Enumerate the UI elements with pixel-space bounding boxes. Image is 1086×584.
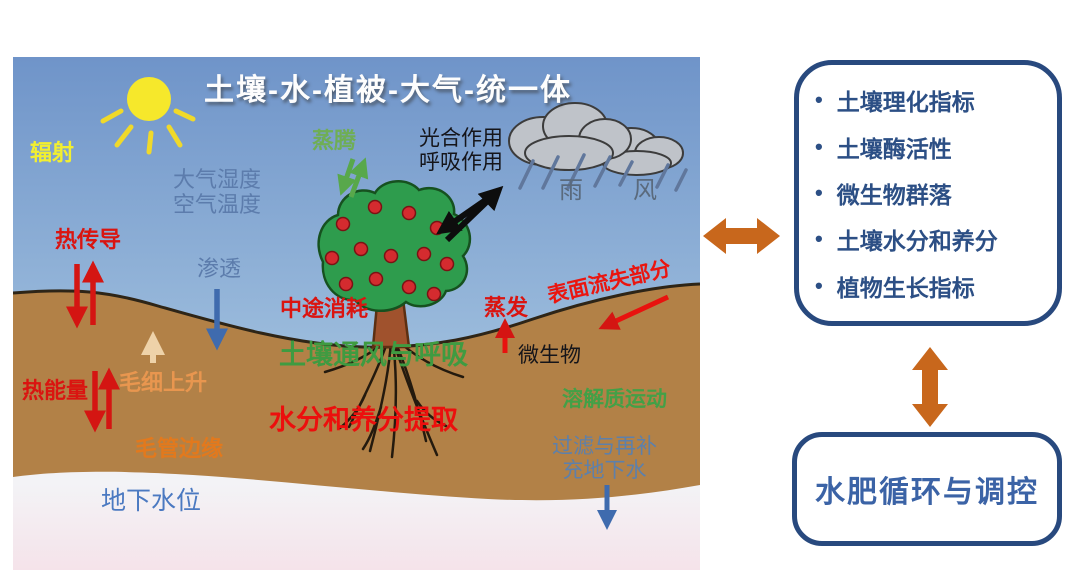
cloud-icon bbox=[508, 102, 684, 176]
bullet-icon: • bbox=[815, 272, 823, 298]
label-atmo-humidity: 大气湿度 bbox=[173, 167, 262, 192]
label-photo-respiration: 光合作用 呼吸作用 bbox=[419, 127, 503, 175]
label-filter-line1: 过滤与再补 bbox=[552, 435, 657, 458]
heat-energy-arrows bbox=[84, 367, 120, 433]
photosynthesis-arrows bbox=[436, 185, 504, 243]
indicator-soil-physchem: 土壤理化指标 bbox=[836, 89, 975, 116]
control-box: 水肥循环与调控 bbox=[792, 432, 1062, 546]
label-wind: 风 bbox=[633, 177, 657, 204]
indicator-microbial-community: 微生物群落 bbox=[836, 181, 952, 208]
soil-water-scene: 土壤-水-植被-大气-统一体 辐射 大气湿度 空气温度 热传导 渗透 蒸腾 光合… bbox=[13, 57, 700, 570]
label-water-nutrient-uptake: 水分和养分提取 bbox=[269, 405, 458, 435]
soil-layer bbox=[13, 284, 700, 501]
bullet-icon: • bbox=[815, 179, 823, 205]
label-midway-loss: 中途消耗 bbox=[280, 296, 369, 321]
list-item: • 土壤酶活性 bbox=[815, 130, 1051, 164]
tree-canopy-icon bbox=[317, 180, 472, 312]
list-item: • 植物生长指标 bbox=[815, 269, 1051, 303]
label-heat-energy: 热能量 bbox=[22, 378, 89, 403]
diagram-title: 土壤-水-植被-大气-统一体 bbox=[204, 74, 572, 107]
bullet-icon: • bbox=[815, 226, 823, 252]
surface-runoff-arrow bbox=[598, 294, 670, 330]
label-filter-recharge: 过滤与再补 充地下水 bbox=[552, 435, 657, 483]
label-photosynthesis: 光合作用 bbox=[419, 127, 503, 150]
label-capillary-fringe: 毛管边缘 bbox=[135, 436, 224, 461]
label-heat-conduction: 热传导 bbox=[55, 227, 122, 252]
control-box-label: 水肥循环与调控 bbox=[815, 476, 1039, 509]
label-respiration: 呼吸作用 bbox=[419, 151, 503, 175]
label-rain: 雨 bbox=[559, 177, 583, 204]
label-evaporation: 蒸发 bbox=[484, 295, 529, 320]
label-solute-movement: 溶解质运动 bbox=[562, 388, 667, 411]
label-water-table: 地下水位 bbox=[101, 487, 202, 515]
bullet-icon: • bbox=[815, 87, 823, 113]
indicators-panel: • 土壤理化指标 • 土壤酶活性 • 微生物群落 • 土壤水分和养分 • 植物生… bbox=[794, 60, 1062, 326]
indicator-soil-enzyme: 土壤酶活性 bbox=[836, 135, 952, 162]
link-arrow-horizontal-icon bbox=[703, 218, 780, 254]
scene-graphics bbox=[13, 57, 700, 570]
sun-icon bbox=[100, 77, 196, 155]
label-atmosphere: 大气湿度 空气温度 bbox=[173, 167, 261, 218]
bullet-icon: • bbox=[815, 133, 823, 159]
rain-icon bbox=[518, 153, 688, 192]
label-transpiration: 蒸腾 bbox=[312, 128, 357, 153]
label-microbes: 微生物 bbox=[518, 344, 581, 367]
label-soil-aeration: 土壤通风与呼吸 bbox=[279, 340, 468, 370]
heat-conduction-arrows bbox=[66, 260, 104, 329]
indicator-plant-growth: 植物生长指标 bbox=[836, 274, 975, 301]
list-item: • 土壤理化指标 bbox=[815, 83, 1051, 117]
apples-icon bbox=[324, 199, 455, 302]
label-air-temperature: 空气温度 bbox=[173, 192, 262, 218]
list-item: • 土壤水分和养分 bbox=[815, 222, 1051, 256]
label-infiltration: 渗透 bbox=[197, 256, 242, 281]
link-arrow-vertical-icon bbox=[912, 347, 948, 427]
ground-surface-line bbox=[13, 282, 700, 349]
label-radiation: 辐射 bbox=[30, 140, 75, 165]
indicator-soil-water-nutrient: 土壤水分和养分 bbox=[836, 228, 998, 255]
label-filter-line2: 充地下水 bbox=[562, 459, 647, 483]
list-item: • 微生物群落 bbox=[815, 176, 1051, 210]
label-capillary-rise: 毛细上升 bbox=[119, 370, 208, 395]
transpiration-arrows bbox=[337, 157, 369, 198]
